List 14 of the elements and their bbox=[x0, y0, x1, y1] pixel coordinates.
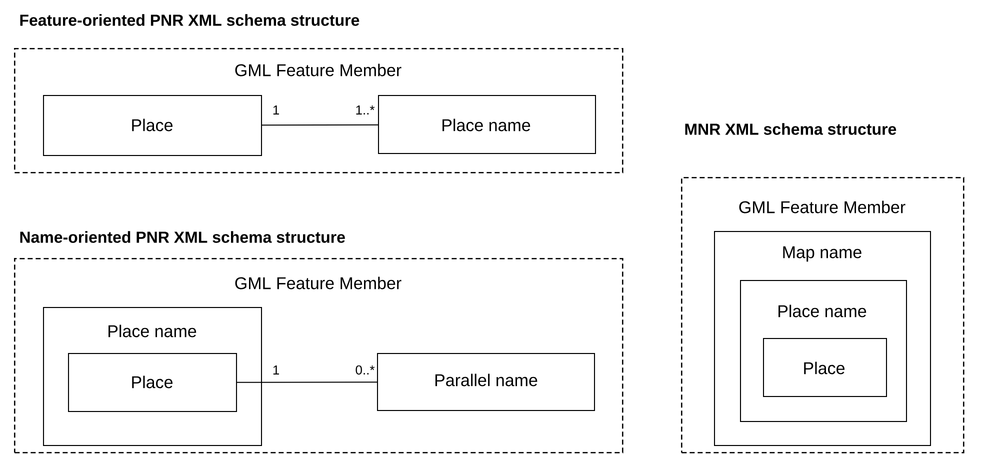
section-heading: MNR XML schema structure bbox=[685, 123, 896, 135]
class-box: Place name bbox=[378, 95, 596, 154]
class-box: Place bbox=[763, 338, 887, 397]
multiplicity-label: 1 bbox=[273, 366, 279, 374]
class-box: Place bbox=[68, 353, 237, 412]
multiplicity-label: 1 bbox=[273, 106, 279, 114]
connector-line bbox=[236, 382, 378, 383]
connector-line bbox=[262, 124, 378, 126]
section-heading: Feature-oriented PNR XML schema structure bbox=[20, 14, 360, 26]
section-heading: Name-oriented PNR XML schema structure bbox=[20, 231, 345, 243]
multiplicity-label: 1..* bbox=[356, 106, 375, 114]
class-box: Parallel name bbox=[377, 353, 595, 411]
class-box: Place bbox=[43, 95, 262, 156]
multiplicity-label: 0..* bbox=[356, 365, 375, 375]
